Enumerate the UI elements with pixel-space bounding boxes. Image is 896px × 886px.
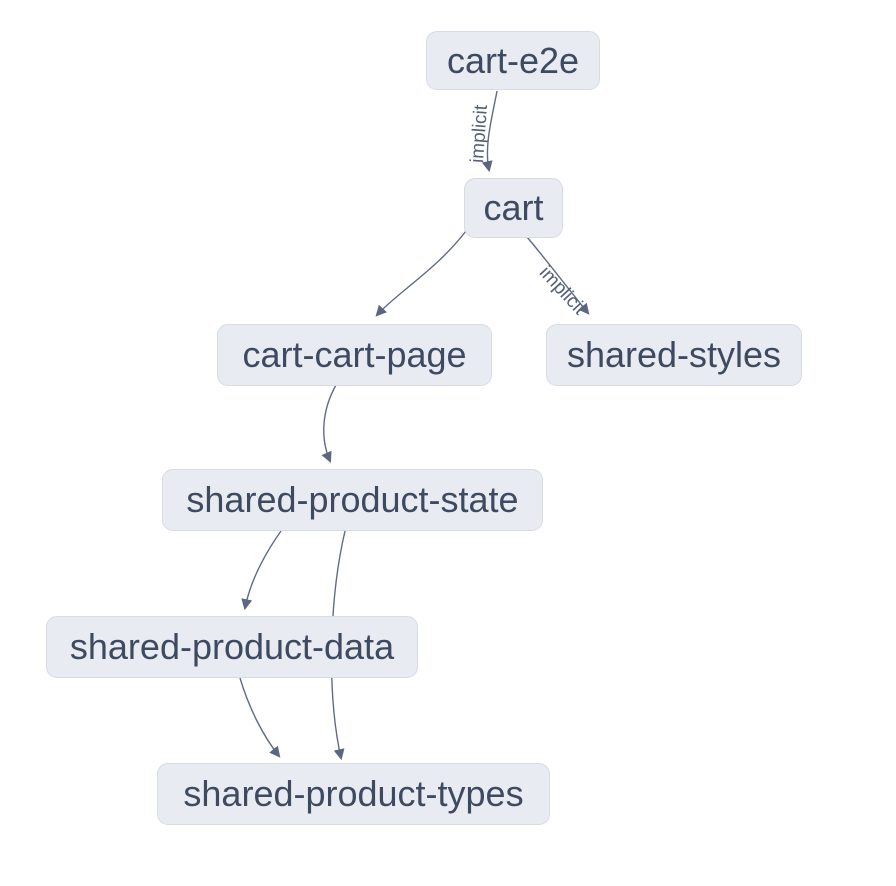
edge-shared-product-state-to-shared-product-data [241,530,282,611]
edge-cart-cart-page-to-shared-product-state [321,384,337,464]
edge-label-implicit-top: implicit [467,104,492,164]
edge-cart-e2e-to-cart [481,90,498,173]
edge-cart-to-cart-cart-page [375,230,467,317]
node-label-cart: cart [483,187,544,228]
node-label-shared-styles: shared-styles [566,334,782,375]
edge-label-implicit-right: implicit [535,262,590,319]
node-shared-styles[interactable]: shared-styles [546,324,802,386]
node-cart-e2e[interactable]: cart-e2e [426,31,600,90]
node-cart[interactable]: cart [464,178,563,238]
edge-shared-product-data-to-shared-product-types [239,677,281,758]
node-label-shared-product-state: shared-product-state [186,479,519,520]
node-cart-cart-page[interactable]: cart-cart-page [217,324,492,386]
node-shared-product-state[interactable]: shared-product-state [162,469,543,531]
node-shared-product-types[interactable]: shared-product-types [157,763,550,825]
edge-cart-to-shared-styles [526,236,590,315]
node-label-cart-e2e: cart-e2e [446,39,580,81]
node-shared-product-data[interactable]: shared-product-data [46,616,418,678]
node-label-shared-product-data: shared-product-data [69,626,395,667]
node-label-shared-product-types: shared-product-types [183,773,524,814]
node-label-cart-cart-page: cart-cart-page [242,334,467,375]
